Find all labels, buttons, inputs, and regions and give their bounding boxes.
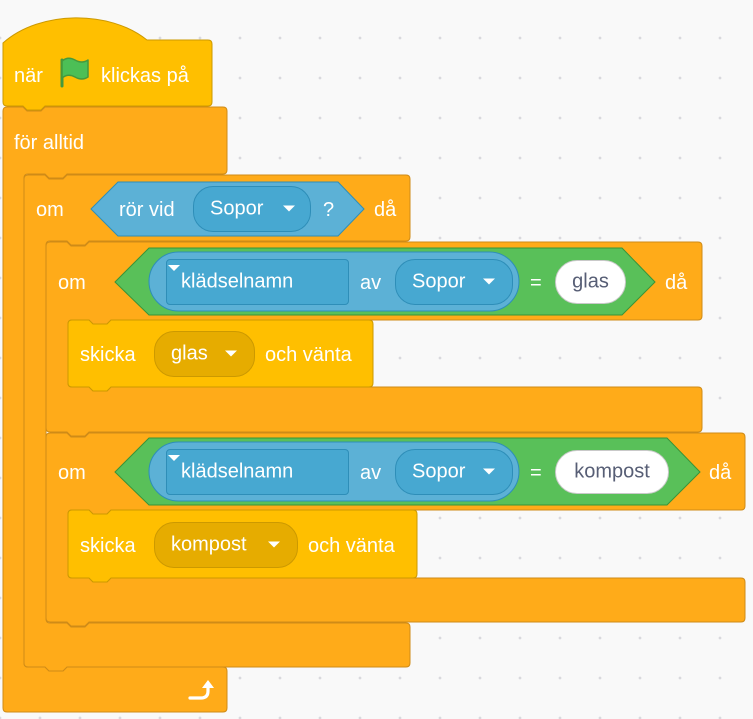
loop-arrow-icon [188, 680, 214, 700]
chevron-down-icon [483, 468, 495, 475]
outer-if-block-shape [23, 174, 411, 672]
if-kompost-label: om [58, 462, 86, 484]
glas-value-text: glas [572, 270, 609, 293]
if-glas-then: då [665, 272, 688, 294]
broadcast-glas-label: skicka [80, 344, 136, 366]
hat-block-prefix: när [14, 65, 43, 87]
chevron-down-icon [483, 278, 495, 285]
kompost-value-text: kompost [574, 460, 650, 483]
glas-value-input[interactable]: glas [555, 260, 626, 304]
chevron-down-icon [225, 350, 237, 357]
kompost-sprite-value: Sopor [412, 460, 466, 483]
broadcast-kompost-message-value: kompost [171, 533, 247, 556]
touching-label: rör vid [119, 199, 175, 221]
glas-of-label: av [360, 272, 382, 294]
broadcast-kompost-label: skicka [80, 535, 136, 557]
green-flag-icon [60, 57, 89, 88]
kompost-of-label: av [360, 462, 382, 484]
glas-sprite-value: Sopor [412, 270, 466, 293]
chevron-down-icon [268, 541, 280, 548]
chevron-down-icon [168, 265, 180, 271]
broadcast-glas-message-dropdown[interactable]: glas [154, 331, 255, 377]
chevron-down-icon [168, 455, 180, 461]
chevron-down-icon [283, 205, 295, 212]
glas-property-value: klädselnamn [181, 270, 294, 293]
if-kompost-then: då [709, 462, 732, 484]
hat-block-suffix: klickas på [101, 65, 189, 87]
forever-label: för alltid [14, 132, 85, 154]
kompost-property-value: klädselnamn [181, 460, 294, 483]
broadcast-kompost-message-dropdown[interactable]: kompost [154, 522, 298, 568]
kompost-value-input[interactable]: kompost [555, 450, 669, 494]
glas-sprite-dropdown[interactable]: Sopor [395, 259, 513, 305]
hat-block-shape [2, 17, 213, 111]
touching-target-value: Sopor [210, 197, 264, 220]
outer-if-label: om [36, 199, 64, 221]
touching-question: ? [323, 199, 335, 221]
if-glas-label: om [58, 272, 86, 294]
touching-target-dropdown[interactable]: Sopor [193, 186, 311, 232]
kompost-property-dropdown[interactable]: klädselnamn [166, 449, 349, 495]
broadcast-kompost-suffix: och vänta [308, 535, 395, 557]
broadcast-glas-message-value: glas [171, 342, 208, 365]
kompost-equals: = [530, 462, 542, 484]
kompost-sprite-dropdown[interactable]: Sopor [395, 449, 513, 495]
broadcast-glas-suffix: och vänta [265, 344, 352, 366]
outer-if-then: då [374, 199, 397, 221]
glas-property-dropdown[interactable]: klädselnamn [166, 259, 349, 305]
glas-equals: = [530, 272, 542, 294]
